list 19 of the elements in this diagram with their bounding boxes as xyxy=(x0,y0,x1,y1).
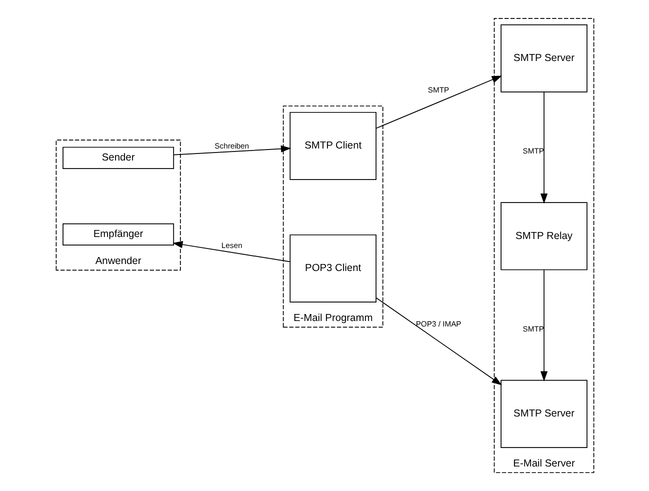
edge-label: Lesen xyxy=(220,241,242,250)
edge-label: SMTP xyxy=(427,86,449,95)
node-box: Sender xyxy=(62,146,174,169)
edge-label: Schreiben xyxy=(214,142,249,151)
arrow xyxy=(172,241,290,262)
node-box: Empfänger xyxy=(62,223,174,246)
node-box: SMTP Relay xyxy=(500,202,587,270)
arrow xyxy=(172,145,291,156)
arrow xyxy=(375,297,502,386)
node-box: POP3 Client xyxy=(289,234,376,302)
node-box: SMTP Server xyxy=(500,380,587,448)
edge-label: POP3 / IMAP xyxy=(415,319,461,328)
edge-label: SMTP xyxy=(522,324,544,334)
node-box: SMTP Server xyxy=(500,24,587,92)
arrow xyxy=(540,92,548,204)
node-box: SMTP Client xyxy=(289,112,376,180)
arrow xyxy=(540,270,548,382)
arrow xyxy=(375,76,502,129)
edge-label: SMTP xyxy=(522,146,544,156)
